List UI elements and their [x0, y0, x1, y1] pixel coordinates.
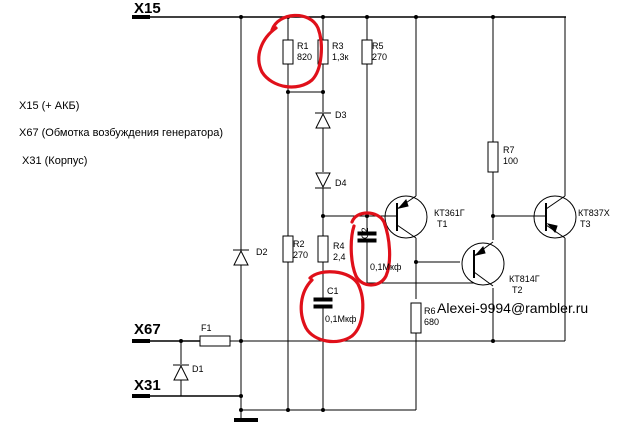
terminal-x15-label: X15	[134, 0, 161, 17]
emitter-arrow	[474, 246, 486, 256]
diode-body	[173, 364, 189, 381]
r4-ref: R4	[333, 241, 345, 251]
t1-ref: T1	[437, 219, 448, 229]
f1-ref: F1	[201, 323, 212, 333]
junction-dot	[239, 408, 243, 412]
r1-ref: R1	[297, 41, 309, 51]
highlight-c2	[349, 211, 392, 287]
capacitor-plate	[313, 304, 333, 309]
c1-ref: C1	[327, 286, 339, 296]
transistor-t2	[461, 241, 505, 287]
junction-dot	[239, 339, 243, 343]
t1-part: КТ361Г	[434, 208, 465, 218]
diode-body	[233, 249, 249, 266]
d4-ref: D4	[335, 178, 347, 188]
r5-ref: R5	[372, 41, 384, 51]
capacitor-plate	[357, 231, 377, 236]
resistor-r2	[282, 235, 294, 263]
diode-d1	[173, 364, 189, 381]
d2-ref: D2	[256, 247, 268, 257]
junction-dot	[239, 15, 243, 19]
highlight-r1	[257, 13, 323, 89]
terminal-stubs	[132, 15, 258, 422]
t3-part: КТ837Х	[578, 208, 610, 218]
c1-value: 0,1Мкф	[325, 314, 357, 324]
diode-body	[315, 112, 331, 129]
transistor-collector	[473, 271, 494, 287]
junction-dot	[491, 339, 495, 343]
r6-value: 680	[424, 317, 439, 327]
junction-dot	[321, 15, 325, 19]
legend-line-2: X67 (Обмотка возбуждения генератора)	[19, 127, 223, 139]
resistor-r5	[361, 39, 373, 65]
transistor-t3	[522, 195, 577, 239]
transistor-body	[384, 195, 428, 239]
t3-ref: T3	[580, 219, 591, 229]
junction-dot	[321, 214, 325, 218]
t2-part: КТ814Г	[509, 274, 540, 284]
terminal-x67-label: X67	[134, 321, 161, 338]
c2-value: 0,1Мкф	[370, 262, 402, 272]
junction-dot	[239, 394, 243, 398]
r3-ref: R3	[332, 41, 344, 51]
r2-value: 270	[293, 250, 308, 260]
diode-d2	[233, 249, 249, 266]
junction-dot	[321, 408, 325, 412]
transistor-body	[461, 242, 505, 286]
capacitor-c2	[357, 231, 377, 243]
resistor-r4	[317, 235, 329, 263]
resistor-r1	[282, 39, 294, 65]
junction-dot	[414, 15, 418, 19]
diode-d4	[315, 172, 331, 189]
legend-line-3: X31 (Корпус)	[22, 155, 87, 167]
highlight-c1	[299, 270, 365, 344]
r7-ref: R7	[503, 145, 515, 155]
terminal-x31-label: X31	[134, 377, 161, 394]
fuse-f1	[199, 335, 231, 347]
r1-value: 820	[297, 52, 312, 62]
resistor-r6	[410, 302, 422, 334]
wires	[148, 16, 566, 411]
r6-ref: R6	[424, 306, 436, 316]
junction-dot	[286, 90, 290, 94]
emitter-arrow	[546, 223, 558, 233]
d1-ref: D1	[192, 364, 204, 374]
capacitor-plate	[313, 297, 333, 302]
labels: X15 X67 X31 X15 (+ АКБ) X67 (Обмотка воз…	[19, 0, 610, 394]
junction-dot	[286, 408, 290, 412]
r4-value: 2,4	[333, 252, 346, 262]
highlight-marks	[257, 13, 392, 344]
emitter-arrow	[397, 199, 409, 209]
legend-line-1: X15 (+ АКБ)	[19, 100, 79, 112]
junction-dot	[321, 90, 325, 94]
r5-value: 270	[372, 52, 387, 62]
d3-ref: D3	[335, 110, 347, 120]
transistor-t1	[384, 195, 428, 239]
junction-dot	[179, 339, 183, 343]
transistor-collector	[396, 224, 417, 239]
diode-body	[315, 172, 331, 189]
r2-ref: R2	[293, 239, 305, 249]
junction-dot	[414, 260, 418, 264]
author-email: Alexei-9994@rambler.ru	[437, 300, 588, 316]
junction-dot	[365, 15, 369, 19]
diode-d3	[315, 112, 331, 129]
r7-value: 100	[503, 156, 518, 166]
resistor-r7	[487, 141, 499, 173]
junction-dot	[491, 15, 495, 19]
transistor-collector	[545, 195, 566, 210]
c2-ref: C2	[360, 227, 370, 239]
capacitor-c1	[313, 297, 333, 309]
capacitor-plate	[357, 238, 377, 243]
r3-value: 1,3к	[332, 52, 349, 62]
t2-ref: T2	[512, 285, 523, 295]
transistor-body	[533, 195, 577, 239]
resistor-r3	[317, 39, 329, 65]
junction-dot	[491, 214, 495, 218]
